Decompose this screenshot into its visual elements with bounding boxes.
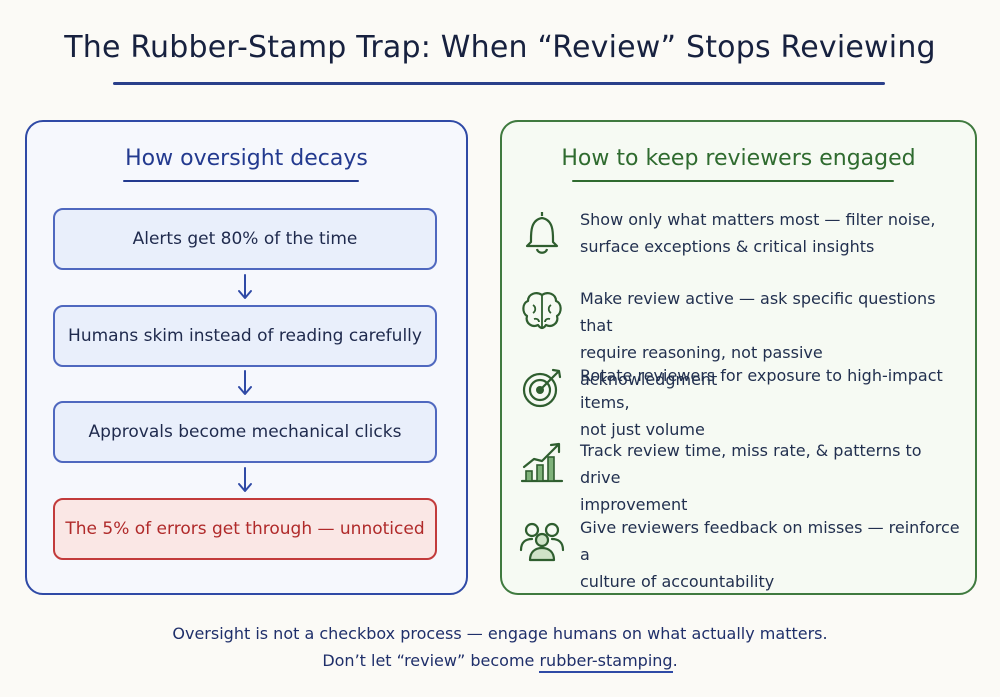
arrow-down-icon xyxy=(238,467,252,492)
bell-icon xyxy=(525,212,559,254)
page-title: The Rubber-Stamp Trap: When “Review” Sto… xyxy=(64,30,936,65)
people-icon xyxy=(519,522,565,562)
tip-text-line: improvement xyxy=(580,495,688,514)
footer-tagline-suffix: . xyxy=(672,651,678,670)
brain-icon xyxy=(522,292,562,330)
tip-text-line: Give reviewers feedback on misses — rein… xyxy=(580,518,960,564)
tip-text-line: require reasoning, not passive acknowled… xyxy=(580,343,823,389)
title-underline xyxy=(113,82,885,85)
decay-step-approvals: Approvals become mechanical clicks xyxy=(53,401,437,463)
tip-text-line: not just volume xyxy=(580,420,705,439)
left-panel-heading: How oversight decays xyxy=(125,146,368,171)
tip-text-line: Make review active — ask specific questi… xyxy=(580,289,936,335)
right-panel-heading: How to keep reviewers engaged xyxy=(561,146,916,171)
tip-text-line: surface exceptions & critical insights xyxy=(580,237,875,256)
engagement-panel: How to keep reviewers engaged Show only … xyxy=(500,120,977,595)
footer-tagline: Don’t let “review” become rubber-stampin… xyxy=(0,651,1000,673)
tip-item: Rotate reviewers for exposure to high-im… xyxy=(516,362,966,439)
tip-text-line: Show only what matters most — filter noi… xyxy=(580,210,936,229)
tip-item: Give reviewers feedback on misses — rein… xyxy=(516,514,966,591)
target-icon xyxy=(522,368,562,408)
tip-item: Show only what matters most — filter noi… xyxy=(516,206,966,266)
arrow-down-icon xyxy=(238,274,252,299)
tip-item: Make review active — ask specific questi… xyxy=(516,285,966,389)
tip-item: Track review time, miss rate, & patterns… xyxy=(516,437,966,514)
footer-tagline-prefix: Don’t let “review” become xyxy=(322,651,540,670)
footer-message: Oversight is not a checkbox process — en… xyxy=(172,624,828,643)
tip-text-line: culture of accountability xyxy=(580,572,775,591)
footer-emphasis-link: rubber-stamping xyxy=(539,651,673,673)
chart-growth-icon xyxy=(520,442,564,483)
decay-step-errors: The 5% of errors get through — unnoticed xyxy=(53,498,437,560)
left-heading-underline xyxy=(123,180,359,182)
decay-step-alerts: Alerts get 80% of the time xyxy=(53,208,437,270)
arrow-down-icon xyxy=(238,370,252,395)
tip-text-line: Track review time, miss rate, & patterns… xyxy=(580,441,922,487)
decay-step-skim: Humans skim instead of reading carefully xyxy=(53,305,437,367)
oversight-decay-panel: How oversight decays Alerts get 80% of t… xyxy=(25,120,468,595)
right-heading-underline xyxy=(572,180,894,182)
tip-text-line: Rotate reviewers for exposure to high-im… xyxy=(580,366,943,412)
